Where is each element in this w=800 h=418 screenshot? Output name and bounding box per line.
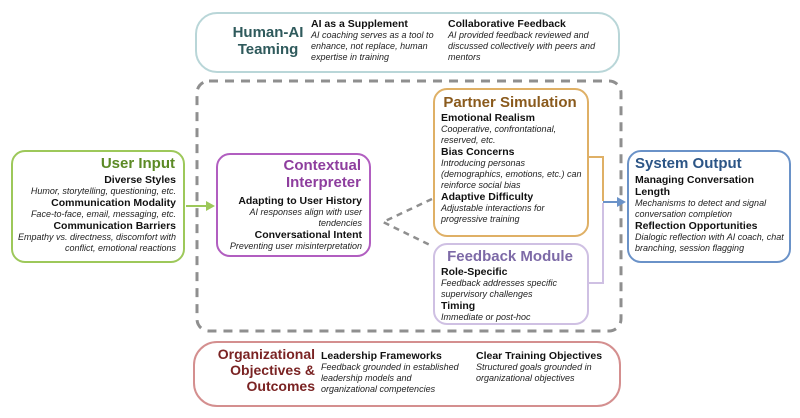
- partner-items: Emotional Realism Cooperative, confronta…: [441, 112, 586, 225]
- ai-as-supplement-text: AI coaching serves as a tool to enhance,…: [311, 30, 434, 62]
- core-system-dashed-frame: [195, 79, 623, 333]
- communication-barriers-text: Empathy vs. directness, discomfort with …: [17, 232, 176, 253]
- bias-concerns-item: Bias Concerns Introducing personas (demo…: [441, 146, 586, 191]
- partner-simulation-box: Partner Simulation Emotional Realism Coo…: [433, 88, 589, 237]
- input-arrowhead: [206, 201, 215, 211]
- conversational-intent-heading: Conversational Intent: [254, 229, 362, 241]
- human-ai-teaming-title: Human-AI Teaming: [232, 24, 304, 59]
- feedback-to-output-connector: [589, 203, 604, 284]
- role-specific-item: Role-Specific Feedback addresses specifi…: [441, 266, 586, 300]
- leadership-frameworks: Leadership Frameworks Feedback grounded …: [321, 350, 469, 395]
- output-items: Managing Conversation Length Mechanisms …: [635, 174, 789, 254]
- human-ai-teaming-box: Human-AI Teaming AI as a Supplement AI c…: [195, 12, 620, 73]
- communication-modality-heading: Communication Modality: [51, 197, 176, 209]
- timing-text: Immediate or post-hoc: [441, 312, 531, 322]
- adaptive-difficulty-text: Adjustable interactions for progressive …: [441, 203, 545, 224]
- clear-training-objectives-text: Structured goals grounded in organizatio…: [476, 362, 592, 383]
- managing-length-heading: Managing Conversation Length: [635, 174, 755, 198]
- contextual-items: Adapting to User History AI responses al…: [214, 195, 362, 252]
- organizational-objectives-box: Organizational Objectives & Outcomes Lea…: [193, 341, 621, 407]
- reflection-opportunities-text: Dialogic reflection with AI coach, chat …: [635, 232, 784, 253]
- contextual-interpreter-box: Contextual Interpreter Adapting to User …: [216, 153, 371, 257]
- timing-heading: Timing: [441, 300, 476, 312]
- emotional-realism-heading: Emotional Realism: [441, 112, 535, 124]
- ai-as-supplement-heading: AI as a Supplement: [311, 18, 408, 30]
- adaptive-difficulty-item: Adaptive Difficulty Adjustable interacti…: [441, 191, 586, 225]
- system-output-title: System Output: [635, 155, 742, 172]
- user-input-title: User Input: [100, 155, 175, 172]
- managing-length-text: Mechanisms to detect and signal conversa…: [635, 198, 767, 219]
- interpreter-branch-connector: [380, 197, 433, 248]
- adapting-history-item: Adapting to User History AI responses al…: [214, 195, 362, 229]
- communication-modality-item: Communication Modality Face-to-face, ema…: [12, 197, 176, 220]
- reflection-opportunities-item: Reflection Opportunities Dialogic reflec…: [635, 220, 789, 254]
- communication-modality-text: Face-to-face, email, messaging, etc.: [30, 209, 176, 219]
- diverse-styles-heading: Diverse Styles: [104, 174, 176, 186]
- role-specific-text: Feedback addresses specific supervisory …: [441, 278, 558, 299]
- emotional-realism-text: Cooperative, confrontational, reserved, …: [441, 124, 557, 145]
- collaborative-feedback-text: AI provided feedback reviewed and discus…: [448, 30, 596, 62]
- partner-to-output-connector: [589, 156, 604, 201]
- collaborative-feedback: Collaborative Feedback AI provided feedb…: [448, 18, 608, 63]
- diverse-styles-text: Humor, storytelling, questioning, etc.: [30, 186, 176, 196]
- clear-training-objectives: Clear Training Objectives Structured goa…: [476, 350, 616, 384]
- emotional-realism-item: Emotional Realism Cooperative, confronta…: [441, 112, 586, 146]
- partner-simulation-title: Partner Simulation: [443, 94, 577, 111]
- reflection-opportunities-heading: Reflection Opportunities: [635, 220, 758, 232]
- conversational-intent-item: Conversational Intent Preventing user mi…: [214, 229, 362, 252]
- adapting-history-heading: Adapting to User History: [238, 195, 362, 207]
- leadership-frameworks-text: Feedback grounded in established leaders…: [321, 362, 459, 394]
- system-output-box: System Output Managing Conversation Leng…: [627, 150, 791, 263]
- feedback-items: Role-Specific Feedback addresses specifi…: [441, 266, 586, 323]
- diverse-styles-item: Diverse Styles Humor, storytelling, ques…: [12, 174, 176, 197]
- feedback-module-title: Feedback Module: [447, 248, 573, 265]
- timing-item: Timing Immediate or post-hoc: [441, 300, 586, 323]
- bias-concerns-heading: Bias Concerns: [441, 146, 515, 158]
- adaptive-difficulty-heading: Adaptive Difficulty: [441, 191, 534, 203]
- managing-length-item: Managing Conversation Length Mechanisms …: [635, 174, 789, 220]
- communication-barriers-heading: Communication Barriers: [53, 220, 176, 232]
- contextual-interpreter-title: Contextual Interpreter: [283, 157, 361, 192]
- user-input-items: Diverse Styles Humor, storytelling, ques…: [12, 174, 176, 254]
- adapting-history-text: AI responses align with user tendencies: [249, 207, 362, 228]
- bias-concerns-text: Introducing personas (demographics, emot…: [441, 158, 582, 190]
- ai-as-supplement: AI as a Supplement AI coaching serves as…: [311, 18, 446, 63]
- user-input-box: User Input Diverse Styles Humor, storyte…: [11, 150, 185, 263]
- feedback-module-box: Feedback Module Role-Specific Feedback a…: [433, 243, 589, 325]
- role-specific-heading: Role-Specific: [441, 266, 508, 278]
- conversational-intent-text: Preventing user misinterpretation: [229, 241, 362, 251]
- communication-barriers-item: Communication Barriers Empathy vs. direc…: [12, 220, 176, 254]
- leadership-frameworks-heading: Leadership Frameworks: [321, 350, 442, 362]
- output-arrowhead: [617, 197, 626, 207]
- collaborative-feedback-heading: Collaborative Feedback: [448, 18, 566, 30]
- organizational-objectives-title: Organizational Objectives & Outcomes: [217, 346, 315, 395]
- clear-training-objectives-heading: Clear Training Objectives: [476, 350, 603, 362]
